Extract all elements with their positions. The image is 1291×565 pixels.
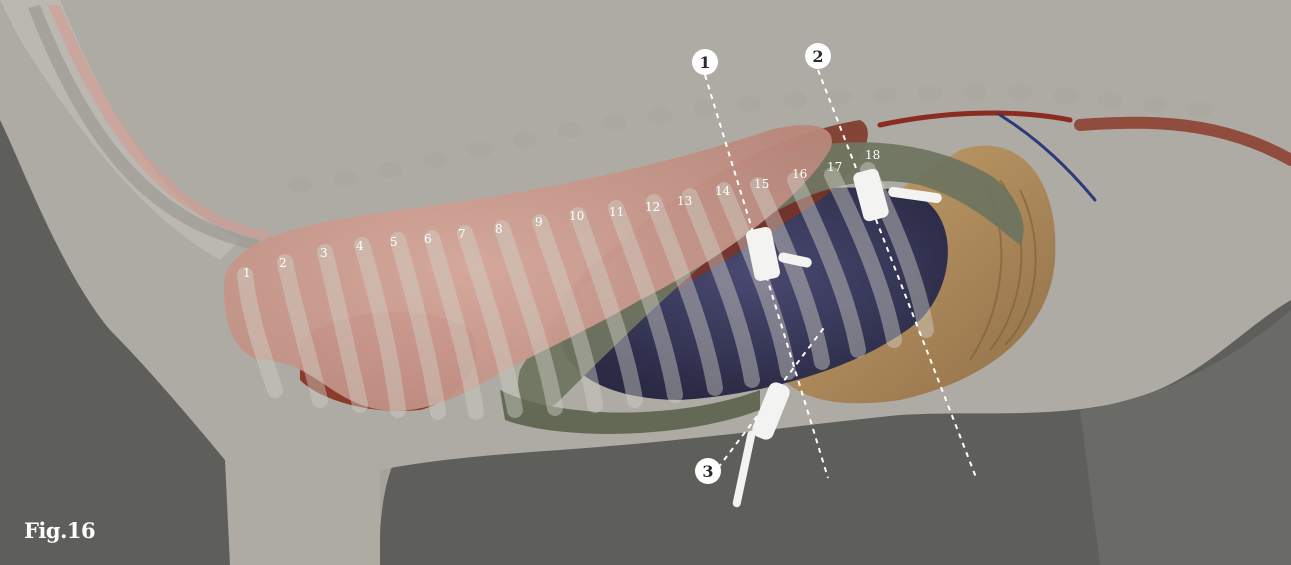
- rib-label: 1: [243, 266, 251, 280]
- rib-label: 15: [754, 177, 769, 191]
- rib-label: 13: [677, 194, 692, 208]
- rib-label: 9: [535, 215, 543, 229]
- rib-label: 5: [390, 235, 398, 249]
- callout-label: 2: [812, 47, 823, 66]
- rib-label: 10: [569, 209, 584, 223]
- rib-label: 12: [645, 200, 660, 214]
- callout-3: 3: [695, 458, 721, 484]
- rib-label: 4: [356, 239, 364, 253]
- rib-label: 17: [827, 160, 842, 174]
- callout-label: 3: [702, 462, 713, 481]
- rib-label: 3: [320, 246, 328, 260]
- rib-label: 8: [495, 222, 503, 236]
- rib-label: 18: [865, 148, 880, 162]
- rib-label: 16: [792, 167, 807, 181]
- callout-1: 1: [692, 49, 718, 75]
- rib-label: 11: [609, 205, 624, 219]
- rib-label: 6: [424, 232, 432, 246]
- callout-2: 2: [805, 43, 831, 69]
- figure-caption: Fig.16: [24, 518, 95, 543]
- rib-label: 14: [715, 184, 731, 198]
- callout-label: 1: [699, 53, 710, 72]
- rib-label: 2: [279, 256, 287, 270]
- rib-label: 7: [458, 227, 466, 241]
